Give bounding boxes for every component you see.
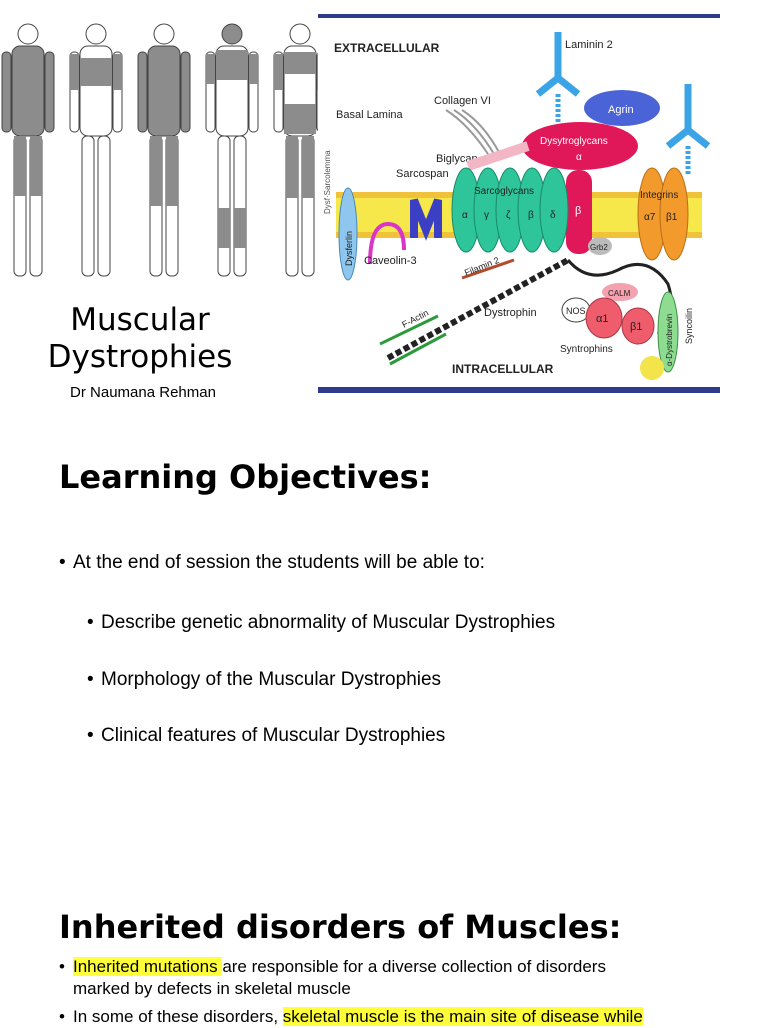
bullet-icon: • bbox=[87, 725, 94, 746]
human-figure-2 bbox=[69, 23, 123, 277]
label-calm: CALM bbox=[608, 289, 631, 298]
label-sg-alpha: α bbox=[462, 210, 468, 221]
bullet-icon: • bbox=[59, 1007, 65, 1026]
integrins bbox=[637, 167, 689, 261]
label-dg-beta: β bbox=[575, 205, 581, 217]
label-sarcospan: Sarcospan bbox=[396, 168, 449, 180]
title-line-2: Dystrophies bbox=[47, 339, 233, 375]
sub-bullet-item: • Morphology of the Muscular Dystrophies bbox=[87, 669, 441, 691]
dystroglycan-beta bbox=[566, 170, 592, 254]
bullet-icon: • bbox=[87, 612, 94, 633]
calm bbox=[602, 283, 638, 301]
human-figure-3 bbox=[137, 23, 191, 277]
label-dystrobrevin: α-Dystrobrevin bbox=[665, 314, 674, 366]
label-syntrophin-b1: β1 bbox=[630, 321, 642, 333]
diagram-top-border bbox=[318, 14, 720, 18]
slide-heading: Inherited disorders of Muscles: bbox=[59, 908, 622, 946]
diagram-bottom-border bbox=[318, 387, 720, 393]
laminin-2b bbox=[665, 84, 711, 174]
label-side: Dysf·Sarcolemma bbox=[323, 150, 332, 214]
bullet-item: • Inherited mutations are responsible for… bbox=[59, 956, 719, 1000]
label-grb2: Grb2 bbox=[590, 243, 608, 252]
sub-bullet-text: Describe genetic abnormality of Muscular… bbox=[101, 612, 556, 633]
label-dystrophin: Dystrophin bbox=[484, 307, 537, 319]
syntrophin-a1 bbox=[585, 297, 623, 339]
dysferlin bbox=[338, 187, 358, 281]
label-syntrophin-a1: α1 bbox=[596, 313, 608, 325]
label-sg-beta: β bbox=[528, 210, 534, 221]
syntrophin-b1 bbox=[621, 307, 655, 345]
bullet-item: • In some of these disorders, skeletal mu… bbox=[59, 1006, 719, 1028]
bullet-item: • At the end of session the students will… bbox=[59, 552, 485, 574]
bullet-text-continued: marked by defects in skeletal muscle bbox=[73, 979, 351, 998]
dystrophin-rod bbox=[386, 257, 570, 361]
sub-bullet-text: Morphology of the Muscular Dystrophies bbox=[101, 669, 442, 690]
label-integrin-b1: β1 bbox=[666, 212, 678, 223]
dystroglycan-alpha bbox=[522, 122, 638, 170]
grb2 bbox=[588, 237, 612, 255]
label-agrin: Agrin bbox=[608, 104, 634, 116]
label-laminin: Laminin 2 bbox=[565, 39, 613, 51]
human-figure-1 bbox=[1, 23, 55, 277]
bullet-icon: • bbox=[87, 669, 94, 690]
human-figure-4 bbox=[205, 23, 259, 277]
label-integrin-a7: α7 bbox=[644, 212, 656, 223]
label-collagen: Collagen VI bbox=[434, 95, 491, 107]
bullet-text: are responsible for a diverse collection… bbox=[222, 957, 606, 976]
laminin-2 bbox=[535, 32, 581, 124]
label-dg-alpha: α bbox=[576, 152, 582, 163]
label-dystroglycans: Dysytroglycans bbox=[540, 136, 608, 147]
highlighted-text: Inherited mutations bbox=[73, 957, 223, 976]
dystrobrevin bbox=[657, 291, 679, 373]
label-syntrophins: Syntrophins bbox=[560, 344, 613, 355]
highlighted-text: skeletal muscle is the main site of dise… bbox=[282, 1007, 643, 1026]
label-sg-zeta: ζ bbox=[506, 210, 511, 221]
label-dysferlin: Dysferlin bbox=[344, 231, 354, 266]
learning-objectives-slide: Learning Objectives: • At the end of sess… bbox=[0, 420, 768, 850]
muscle-distribution-figures bbox=[1, 23, 327, 277]
presentation-title: Muscular Dystrophies bbox=[20, 302, 260, 376]
caveolin bbox=[368, 221, 406, 265]
sarcoglycans bbox=[451, 167, 569, 253]
label-sg-gamma: γ bbox=[484, 210, 489, 221]
sub-bullet-item: • Describe genetic abnormality of Muscula… bbox=[87, 612, 555, 634]
sarcospan bbox=[410, 198, 442, 241]
inherited-disorders-slide: Inherited disorders of Muscles: • Inherit… bbox=[0, 850, 768, 1026]
label-syncoilin: Syncoilin bbox=[684, 308, 694, 344]
bullet-text: In some of these disorders, bbox=[73, 1007, 283, 1026]
bullet-icon: • bbox=[59, 552, 66, 573]
label-nos: NOS bbox=[566, 306, 586, 316]
sub-bullet-text: Clinical features of Muscular Dystrophie… bbox=[101, 725, 446, 746]
label-basal-lamina: Basal Lamina bbox=[336, 109, 404, 121]
author-name: Dr Naumana Rehman bbox=[70, 384, 216, 401]
bullet-icon: • bbox=[59, 957, 65, 976]
label-intracellular: INTRACELLULAR bbox=[452, 362, 554, 376]
agrin bbox=[584, 90, 660, 126]
label-extracellular: EXTRACELLULAR bbox=[334, 41, 440, 55]
sub-bullet-item: • Clinical features of Muscular Dystrophi… bbox=[87, 725, 445, 747]
label-integrins: Integrins bbox=[640, 190, 678, 201]
dystrobrevin-knob bbox=[640, 356, 664, 380]
title-slide: EXTRACELLULAR INTRACELLULAR Laminin 2 Ag… bbox=[0, 0, 768, 420]
label-caveolin: Caveolin-3 bbox=[364, 255, 417, 267]
dystrophin-complex-diagram: EXTRACELLULAR INTRACELLULAR Laminin 2 Ag… bbox=[318, 14, 720, 396]
label-sg-delta: δ bbox=[550, 210, 556, 221]
slide-heading: Learning Objectives: bbox=[59, 458, 432, 496]
title-line-1: Muscular bbox=[70, 302, 210, 338]
bullet-text: At the end of session the students will … bbox=[73, 552, 485, 573]
label-sarcoglycans: Sarcoglycans bbox=[474, 186, 534, 197]
